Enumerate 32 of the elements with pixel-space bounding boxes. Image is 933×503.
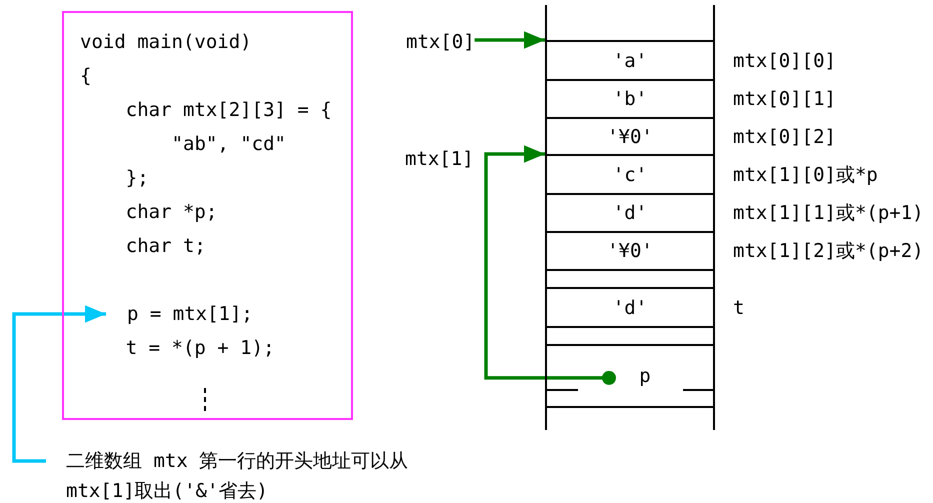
code-line: void main(void) [80, 30, 252, 55]
code-line: "ab", "cd" [172, 132, 286, 157]
cell-value: 'd' [612, 202, 648, 224]
element-label: mtx[1][0]或*p [733, 162, 878, 188]
element-label: mtx[1][1]或*(p+1) [733, 201, 924, 226]
cell-value: p [639, 365, 651, 387]
cell-value: 'd' [612, 296, 648, 318]
cell-value: 'b' [612, 88, 648, 110]
code-line: { [80, 64, 92, 89]
cell-value: '¥0' [607, 240, 653, 262]
element-label: mtx[0][1] [733, 88, 836, 110]
arrow [12, 305, 106, 463]
code-line: t = *(p + 1); [126, 336, 275, 361]
element-label: mtx[1][2]或*(p+2) [733, 239, 924, 264]
arrow [474, 31, 545, 49]
code-line: p = mtx[1]; [106, 297, 253, 331]
annotation-text: 二维数组 mtx 第一行的开头地址可以从 mtx[1]取出('&'省去) [46, 446, 416, 503]
code-line: char t; [126, 234, 206, 259]
pointer-label: mtx[0] [406, 29, 475, 55]
element-label: mtx[0][2] [733, 126, 836, 148]
code-box [62, 11, 353, 420]
memory-cell [545, 344, 715, 408]
cell-value: 'a' [612, 50, 648, 72]
cell-value: 'c' [612, 164, 648, 186]
code-line: char *p; [126, 200, 218, 225]
code-line: }; [126, 166, 149, 191]
element-label: mtx[0][0] [733, 50, 836, 72]
element-label: t [733, 296, 744, 318]
arrow [484, 145, 616, 385]
code-line: char mtx[2][3] = { [126, 98, 332, 123]
cell-value: '¥0' [607, 126, 653, 148]
pointer-label: mtx[1] [405, 147, 474, 172]
